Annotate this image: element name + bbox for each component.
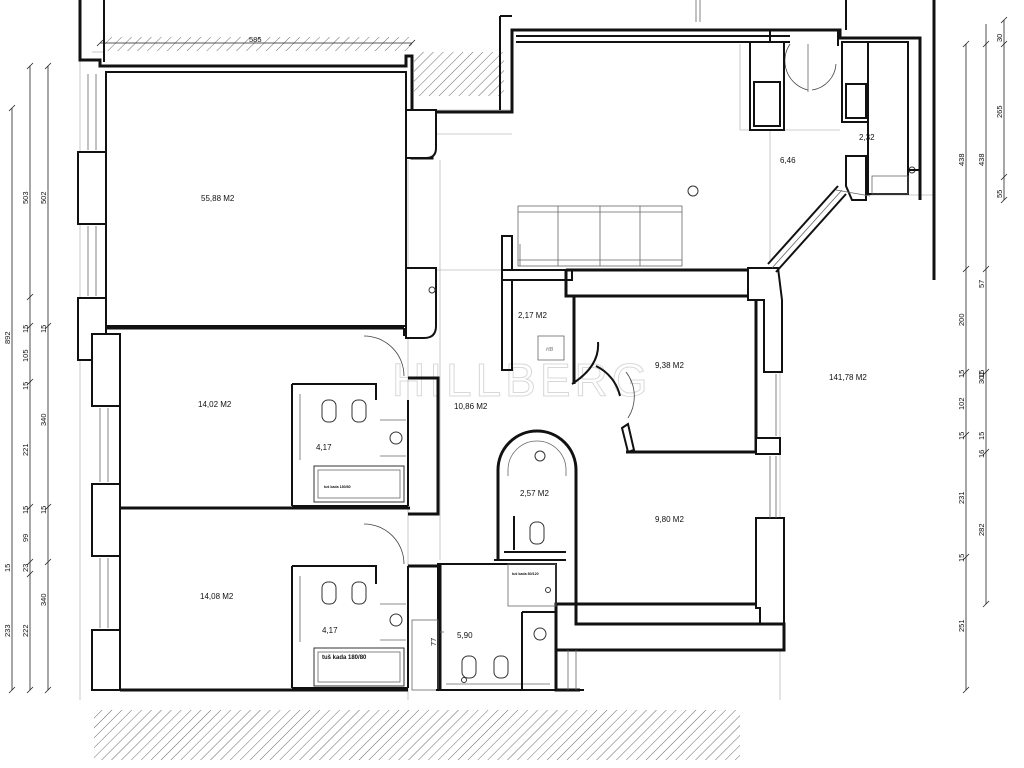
room-label-bedroom-2: 14,08 M2 bbox=[200, 592, 234, 601]
dimension-left: 892 503 105 221 99 233 15 15 15 15 502 3… bbox=[3, 62, 52, 694]
room-980-walls bbox=[554, 470, 786, 652]
dim-left-105: 105 bbox=[21, 349, 30, 362]
room-938-walls bbox=[564, 267, 783, 455]
room-label-bedroom-1: 14,02 M2 bbox=[198, 400, 232, 409]
dim-left-inner-15-b: 15 bbox=[39, 506, 48, 514]
dim-right-102: 102 bbox=[957, 397, 966, 410]
stair-grid bbox=[517, 185, 699, 267]
dim-left-23: 23 bbox=[21, 564, 30, 572]
dim-right-438-a: 438 bbox=[957, 153, 966, 166]
dim-left-15-c: 15 bbox=[21, 506, 30, 514]
dim-right-251: 251 bbox=[957, 619, 966, 632]
dim-left-15-d: 15 bbox=[3, 564, 12, 572]
room-label-bath-3: 5,90 bbox=[457, 631, 473, 640]
wc-room bbox=[494, 429, 578, 610]
room-label-980: 9,80 M2 bbox=[655, 515, 684, 524]
dim-top-585: 585 bbox=[249, 35, 262, 44]
room-label-living: 55,88 M2 bbox=[201, 194, 235, 203]
dim-right-30: 30 bbox=[995, 34, 1004, 42]
dim-right-outer-15-b: 15 bbox=[977, 432, 986, 440]
dim-right-438-b: 438 bbox=[977, 153, 986, 166]
dim-right-15-c: 15 bbox=[957, 554, 966, 562]
right-window bbox=[769, 374, 777, 518]
room-label-hall: 10,86 M2 bbox=[454, 402, 488, 411]
room-label-total: 141,78 M2 bbox=[829, 373, 867, 382]
dim-left-340-a: 340 bbox=[39, 413, 48, 426]
dim-right-57: 57 bbox=[977, 280, 986, 288]
dim-right-15-a: 15 bbox=[957, 370, 966, 378]
dim-left-221: 221 bbox=[21, 443, 30, 456]
dim-left-15-b: 15 bbox=[21, 382, 30, 390]
door-arcs bbox=[363, 43, 837, 565]
dim-right-231: 231 bbox=[957, 491, 966, 504]
watermark-text: HILLBERG bbox=[392, 354, 652, 406]
dim-left-15-a: 15 bbox=[21, 325, 30, 333]
room-label-closet: 2,32 bbox=[859, 133, 875, 142]
left-facade bbox=[77, 74, 121, 691]
hb-mark: HB bbox=[546, 347, 554, 353]
dim-left-340-b: 340 bbox=[39, 593, 48, 606]
dim-left-99: 99 bbox=[21, 534, 30, 542]
dimension-top: 585 bbox=[96, 35, 416, 47]
dim-left-233: 233 bbox=[3, 624, 12, 637]
tub-label-1: tuš kada 180/80 bbox=[324, 485, 351, 489]
room-label-storage: 2,17 M2 bbox=[518, 311, 547, 320]
hatch-bottom-slab bbox=[94, 710, 740, 760]
room-label-wc: 2,57 M2 bbox=[520, 489, 549, 498]
dim-right-282: 282 bbox=[977, 523, 986, 536]
room-label-938: 9,38 M2 bbox=[655, 361, 684, 370]
dim-left-inner-15-a: 15 bbox=[39, 325, 48, 333]
living-room-walls bbox=[105, 71, 437, 339]
bedroom-walls bbox=[106, 326, 410, 692]
dim-left-502: 502 bbox=[39, 191, 48, 204]
hatch-top-balcony bbox=[104, 37, 412, 51]
room-label-entry: 6,46 bbox=[780, 156, 796, 165]
dim-right-outer-15-a: 15 bbox=[977, 370, 986, 378]
dim-right-200: 200 bbox=[957, 313, 966, 326]
dim-left-503: 503 bbox=[21, 191, 30, 204]
bath-note-dim: 77 bbox=[429, 638, 438, 646]
room-label-bath-2: 4,17 bbox=[322, 626, 338, 635]
bathroom-2 bbox=[291, 564, 442, 690]
shower-label: tuš kada 80/120 bbox=[512, 572, 539, 576]
dimension-right: 438 200 102 231 251 15 15 15 30 265 438 … bbox=[957, 16, 1008, 694]
dim-right-15-b: 15 bbox=[957, 432, 966, 440]
dim-right-265: 265 bbox=[995, 105, 1004, 118]
storage-room: HB bbox=[501, 235, 573, 371]
dim-right-16: 16 bbox=[977, 450, 986, 458]
bathroom-3 bbox=[411, 563, 584, 692]
dim-right-55: 55 bbox=[995, 190, 1004, 198]
tub-label-2: tuš kada 180/80 bbox=[322, 655, 367, 661]
bathroom-1 bbox=[291, 376, 440, 516]
hatch-terrace bbox=[414, 52, 504, 96]
room-label-bath-1: 4,17 bbox=[316, 443, 332, 452]
dim-right-301: 301 bbox=[977, 371, 986, 384]
dim-left-892: 892 bbox=[3, 331, 12, 344]
entry-walls bbox=[749, 41, 920, 273]
dim-left-222: 222 bbox=[21, 624, 30, 637]
